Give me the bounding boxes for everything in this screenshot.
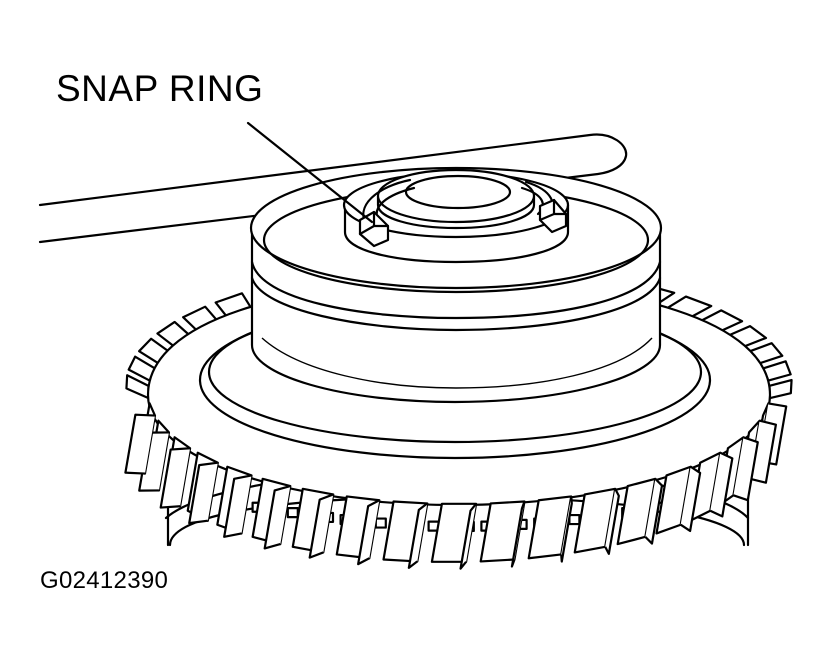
gear-tooth (616, 477, 664, 546)
gear-tooth (382, 500, 429, 569)
gear-tooth (291, 487, 335, 559)
gear-tooth (655, 465, 702, 535)
snap-ring-label: SNAP RING (56, 68, 264, 109)
synchronizer-tooth (374, 517, 387, 529)
gear-tooth (430, 502, 478, 570)
gear-tooth (573, 487, 620, 555)
figure-id: G02412390 (40, 567, 169, 594)
gear-tooth (216, 465, 253, 538)
gear-tooth (768, 378, 793, 400)
gear-tooth (335, 495, 381, 566)
synchronizer-tooth (568, 513, 581, 526)
gear-tooth (251, 477, 292, 550)
gear-tooth (124, 402, 157, 475)
gear-tooth (527, 495, 573, 563)
shaft-collar (342, 168, 570, 264)
snap-ring (358, 178, 568, 248)
gear-tooth (479, 500, 526, 568)
gear-front-teeth (124, 402, 788, 570)
gear-tooth (689, 451, 734, 522)
gear-tooth (186, 451, 219, 525)
pry-bar (38, 133, 628, 244)
gear-tooth (159, 436, 192, 509)
synchronizer-tooth (286, 506, 299, 519)
snap-ring-leader (246, 121, 374, 224)
